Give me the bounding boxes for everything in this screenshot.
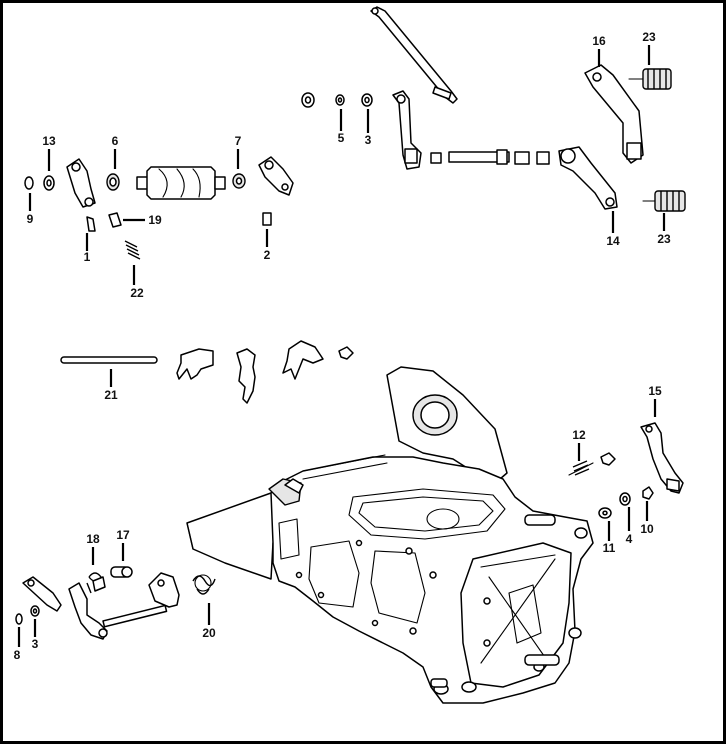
- callout-3-top: 3: [365, 133, 372, 147]
- fork-nut: [338, 346, 354, 360]
- washer-3-bottom: [30, 605, 40, 617]
- callout-23-bottom: 23: [657, 232, 671, 246]
- callout-10: 10: [640, 522, 654, 536]
- shift-fork-1: [176, 348, 214, 380]
- pawl-arm: [22, 576, 62, 612]
- washer-11: [598, 507, 612, 519]
- pivot-pin-17: [110, 566, 133, 578]
- spring-20: [192, 574, 216, 595]
- callout-15: 15: [648, 384, 662, 398]
- callout-14: 14: [606, 234, 620, 248]
- stud-12: [568, 460, 594, 476]
- bearing-6: [106, 173, 120, 191]
- clip-8: [15, 613, 23, 625]
- transmission-housing: [186, 366, 594, 704]
- pin-19: [108, 212, 122, 228]
- leader-lines: [17, 45, 666, 647]
- shift-fork-3: [282, 340, 324, 380]
- callout-21: 21: [104, 388, 118, 402]
- washer-5-left: [301, 92, 315, 108]
- callout-18: 18: [86, 532, 100, 546]
- callout-13: 13: [42, 134, 56, 148]
- callout-2: 2: [264, 248, 271, 262]
- shift-rod: [370, 6, 458, 104]
- callout-23-top: 23: [642, 30, 656, 44]
- callout-7: 7: [235, 134, 242, 148]
- shift-lever-shaft: [68, 582, 168, 640]
- callout-4: 4: [626, 532, 633, 546]
- lever-14: [558, 146, 618, 210]
- drum-bracket-right: [258, 156, 294, 196]
- cross-shaft: [430, 149, 550, 165]
- pin-2: [262, 212, 272, 226]
- bearing-7: [232, 173, 246, 189]
- drum-bracket-left: [66, 158, 96, 208]
- washer-4: [619, 492, 631, 506]
- clip-10: [642, 486, 654, 500]
- shift-lever-arm: [392, 90, 422, 170]
- callout-22: 22: [130, 286, 144, 300]
- washer-13: [43, 175, 55, 191]
- spring-23-top: [628, 68, 672, 90]
- pin-1: [86, 216, 96, 232]
- callout-8: 8: [14, 648, 21, 662]
- callout-12: 12: [572, 428, 586, 442]
- washer-9: [24, 176, 34, 190]
- diagram-drawing: 1 2 3 3 4 5 6 7 8 9 10 11 12 13 14 15 16…: [14, 6, 686, 704]
- callout-labels: 1 2 3 3 4 5 6 7 8 9 10 11 12 13 14 15 16…: [14, 30, 671, 662]
- callout-5: 5: [338, 131, 345, 145]
- washer-3-top: [361, 93, 373, 107]
- lever-15: [640, 422, 684, 494]
- nut-12: [600, 452, 616, 466]
- spring-23-bottom: [642, 190, 686, 212]
- washer-5: [335, 94, 345, 106]
- callout-3-bottom: 3: [32, 637, 39, 651]
- spring-18: [86, 572, 106, 594]
- spring-22: [124, 240, 141, 260]
- lever-16: [584, 64, 644, 164]
- callout-6: 6: [112, 134, 119, 148]
- shift-fork-2: [236, 348, 256, 404]
- fork-rod-21: [60, 356, 158, 364]
- detent-plate: [148, 572, 180, 608]
- callout-11: 11: [603, 541, 616, 555]
- callout-16: 16: [592, 34, 606, 48]
- callout-20: 20: [202, 626, 216, 640]
- callout-17: 17: [116, 528, 130, 542]
- callout-9: 9: [27, 212, 34, 226]
- callout-19: 19: [148, 213, 162, 227]
- shift-drum: [136, 166, 226, 200]
- callout-1: 1: [84, 250, 91, 264]
